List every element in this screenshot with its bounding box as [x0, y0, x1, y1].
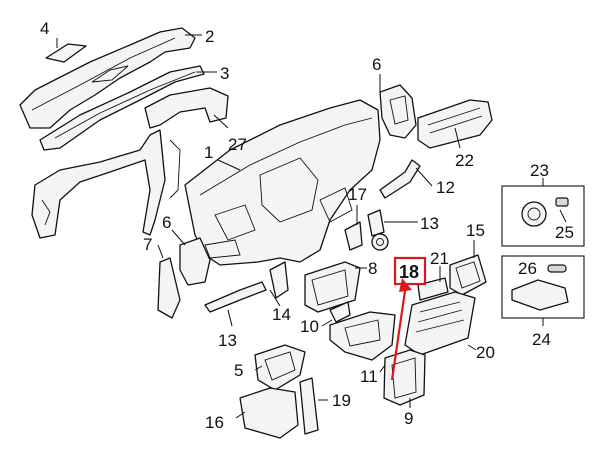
callout-16: 16 [205, 413, 224, 432]
part-14-bracket [269, 261, 289, 299]
callout-25: 25 [555, 223, 574, 242]
callout-10: 10 [300, 317, 319, 336]
callout-15: 15 [466, 221, 485, 240]
callout-6-upper: 6 [372, 55, 381, 74]
callout-14: 14 [272, 305, 291, 324]
callout-11: 11 [360, 367, 378, 386]
part-11-center-bezel [329, 311, 396, 361]
part-13-upper-rail [367, 209, 385, 237]
part-22-control-panel [417, 99, 493, 149]
part-12-trim-strip [379, 159, 421, 199]
callout-labels: 4 2 3 6 27 22 1 12 17 13 6 7 8 15 21 18 … [40, 19, 574, 432]
callout-24: 24 [532, 330, 551, 349]
callout-18: 18 [399, 262, 419, 282]
part-10-trim [329, 301, 351, 323]
callout-9: 9 [404, 409, 413, 428]
cross-car-beam [31, 129, 181, 239]
inset-23-25 [501, 185, 585, 247]
part-9-lower-panel [383, 349, 426, 406]
callout-13-upper: 13 [420, 214, 439, 233]
callout-20: 20 [476, 343, 495, 362]
callout-5: 5 [234, 361, 243, 380]
part-4-small-cover [45, 43, 87, 63]
part-15-bezel [449, 254, 487, 296]
callout-17: 17 [348, 185, 367, 204]
leader-lines [56, 34, 567, 419]
highlight-part-18 [390, 256, 427, 381]
callout-13-lower: 13 [218, 331, 237, 350]
callout-7: 7 [143, 235, 152, 254]
callout-1: 1 [204, 143, 213, 162]
callout-2: 2 [205, 27, 214, 46]
part-19-trim [299, 377, 319, 435]
part-2-upper-cover [19, 27, 196, 129]
part-16-lower-cover [239, 387, 299, 439]
callout-19: 19 [332, 391, 351, 410]
part-6-right-vent [379, 84, 417, 139]
part-5-column-cover [254, 344, 306, 391]
part-8-display-unit [304, 261, 361, 313]
part-1-instrument-panel [184, 99, 381, 266]
callout-22: 22 [455, 151, 474, 170]
callout-3: 3 [220, 64, 229, 83]
callout-6-lower: 6 [162, 213, 171, 232]
part-18-clip [371, 233, 389, 251]
part-13-lower-rail [204, 281, 267, 313]
callout-21: 21 [430, 249, 449, 268]
inset-24-26 [501, 255, 585, 319]
callout-8: 8 [368, 259, 377, 278]
part-27-bracket [144, 87, 229, 129]
part-3-defroster-grille [39, 65, 205, 151]
part-17-bracket [344, 221, 363, 251]
callout-12: 12 [436, 178, 455, 197]
callout-27: 27 [228, 135, 247, 154]
part-7-side-cover [157, 257, 181, 319]
part-6-left-vent [179, 237, 211, 286]
callout-23: 23 [530, 161, 549, 180]
callout-4: 4 [40, 19, 49, 38]
part-20-glove-box [404, 291, 476, 356]
callout-26: 26 [518, 259, 537, 278]
